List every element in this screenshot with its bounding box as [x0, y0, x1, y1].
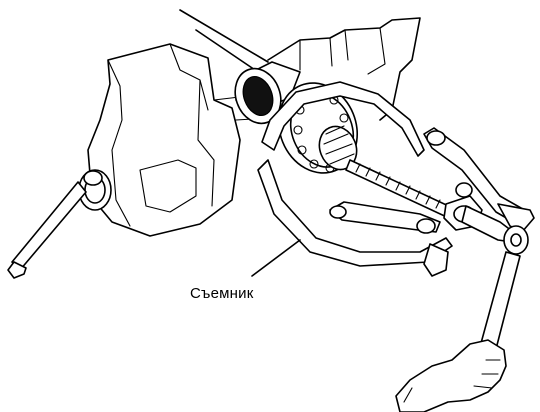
callout-leader [251, 239, 301, 277]
vise [7, 17, 421, 279]
hand [395, 339, 507, 412]
callout-label-puller: Съемник [190, 285, 254, 302]
